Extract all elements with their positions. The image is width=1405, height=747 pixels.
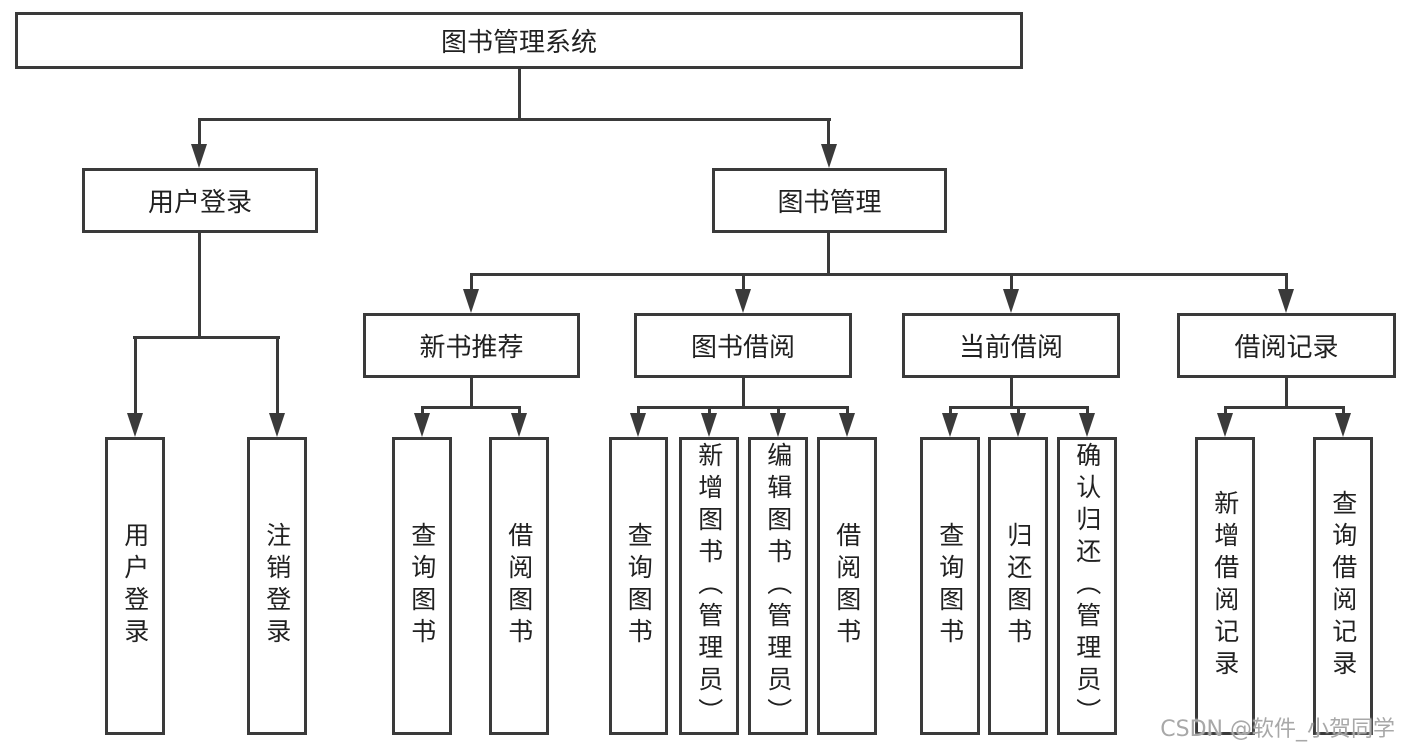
watermark: CSDN @软件_小贺同学	[1160, 717, 1395, 742]
node-book-management-label: 图书管理	[777, 188, 882, 218]
connector-line	[637, 406, 640, 418]
node-user-login: 用户登录	[82, 168, 318, 233]
arrowhead	[463, 289, 479, 313]
connector-line	[276, 336, 279, 416]
arrowhead	[127, 413, 143, 437]
connector-line	[421, 406, 424, 418]
node-new-book-recommend-label: 新书推荐	[419, 333, 524, 363]
connector-line	[827, 118, 830, 148]
connector-line	[518, 69, 521, 118]
arrowhead	[1335, 413, 1351, 437]
leaf-edit-books-admin: 编辑图书（管理员）	[748, 437, 808, 735]
arrowhead	[821, 144, 837, 168]
arrowhead	[269, 413, 285, 437]
arrowhead	[1217, 413, 1233, 437]
connector-line	[1285, 273, 1288, 293]
connector-line	[518, 406, 521, 418]
leaf-query-books-recommend: 查询图书	[392, 437, 452, 735]
node-user-login-label: 用户登录	[147, 188, 252, 218]
node-current-borrow: 当前借阅	[902, 313, 1120, 378]
connector-line	[742, 273, 745, 293]
leaf-borrow-books: 借阅图书	[817, 437, 877, 735]
leaf-query-books-current: 查询图书	[920, 437, 980, 735]
node-root-label: 图书管理系统	[440, 28, 597, 58]
leaf-add-books-admin: 新增图书（管理员）	[679, 437, 739, 735]
connector-line	[133, 336, 280, 339]
leaf-query-books-borrow: 查询图书	[609, 437, 668, 735]
node-new-book-recommend: 新书推荐	[363, 313, 580, 378]
arrowhead	[1003, 289, 1019, 313]
node-borrow-record: 借阅记录	[1177, 313, 1396, 378]
arrowhead	[511, 413, 527, 437]
arrowhead	[630, 413, 646, 437]
connector-line	[470, 273, 1287, 276]
leaf-logout-label: 注销登录	[262, 522, 292, 650]
leaf-borrow-books-label: 借阅图书	[832, 522, 862, 650]
leaf-add-borrow-record-label: 新增借阅记录	[1210, 490, 1240, 682]
node-book-borrow-label: 图书借阅	[690, 333, 795, 363]
connector-line	[421, 406, 521, 409]
leaf-borrow-books-recommend-label: 借阅图书	[504, 522, 534, 650]
leaf-confirm-return-admin: 确认归还（管理员）	[1057, 437, 1117, 735]
connector-line	[637, 406, 849, 409]
connector-line	[949, 406, 952, 418]
connector-line	[1010, 378, 1013, 408]
leaf-user-login: 用户登录	[105, 437, 165, 735]
arrowhead	[1010, 413, 1026, 437]
connector-line	[198, 118, 201, 148]
leaf-logout: 注销登录	[247, 437, 307, 735]
node-current-borrow-label: 当前借阅	[958, 333, 1063, 363]
connector-line	[708, 406, 711, 418]
arrowhead	[191, 144, 207, 168]
arrowhead	[839, 413, 855, 437]
connector-line	[1285, 378, 1288, 408]
arrowhead	[735, 289, 751, 313]
arrowhead	[942, 413, 958, 437]
connector-line	[742, 378, 745, 408]
node-root: 图书管理系统	[15, 12, 1023, 69]
node-borrow-record-label: 借阅记录	[1234, 333, 1339, 363]
connector-line	[1224, 406, 1227, 418]
connector-line	[470, 378, 473, 408]
connector-line	[777, 406, 780, 418]
connector-line	[827, 233, 830, 274]
arrowhead	[414, 413, 430, 437]
leaf-confirm-return-admin-label: 确认归还（管理员）	[1072, 442, 1102, 730]
node-book-borrow: 图书借阅	[634, 313, 852, 378]
leaf-add-books-admin-label: 新增图书（管理员）	[694, 442, 724, 730]
leaf-query-borrow-record: 查询借阅记录	[1313, 437, 1373, 735]
connector-line	[1342, 406, 1345, 418]
arrowhead	[770, 413, 786, 437]
leaf-add-borrow-record: 新增借阅记录	[1195, 437, 1255, 735]
connector-line	[134, 336, 137, 416]
connector-line	[846, 406, 849, 418]
leaf-return-books-label: 归还图书	[1003, 522, 1033, 650]
node-book-management: 图书管理	[712, 168, 947, 233]
leaf-return-books: 归还图书	[988, 437, 1048, 735]
arrowhead	[1079, 413, 1095, 437]
connector-line	[1086, 406, 1089, 418]
arrowhead	[1278, 289, 1294, 313]
leaf-query-books-current-label: 查询图书	[935, 522, 965, 650]
leaf-query-books-recommend-label: 查询图书	[407, 522, 437, 650]
connector-line	[1017, 406, 1020, 418]
leaf-borrow-books-recommend: 借阅图书	[489, 437, 549, 735]
leaf-query-books-borrow-label: 查询图书	[624, 522, 654, 650]
leaf-user-login-label: 用户登录	[120, 522, 150, 650]
connector-line	[1010, 273, 1013, 293]
connector-line	[1224, 406, 1345, 409]
leaf-edit-books-admin-label: 编辑图书（管理员）	[763, 442, 793, 730]
connector-line	[470, 273, 473, 293]
connector-line	[198, 233, 201, 337]
leaf-query-borrow-record-label: 查询借阅记录	[1328, 490, 1358, 682]
arrowhead	[701, 413, 717, 437]
connector-line	[198, 118, 831, 121]
